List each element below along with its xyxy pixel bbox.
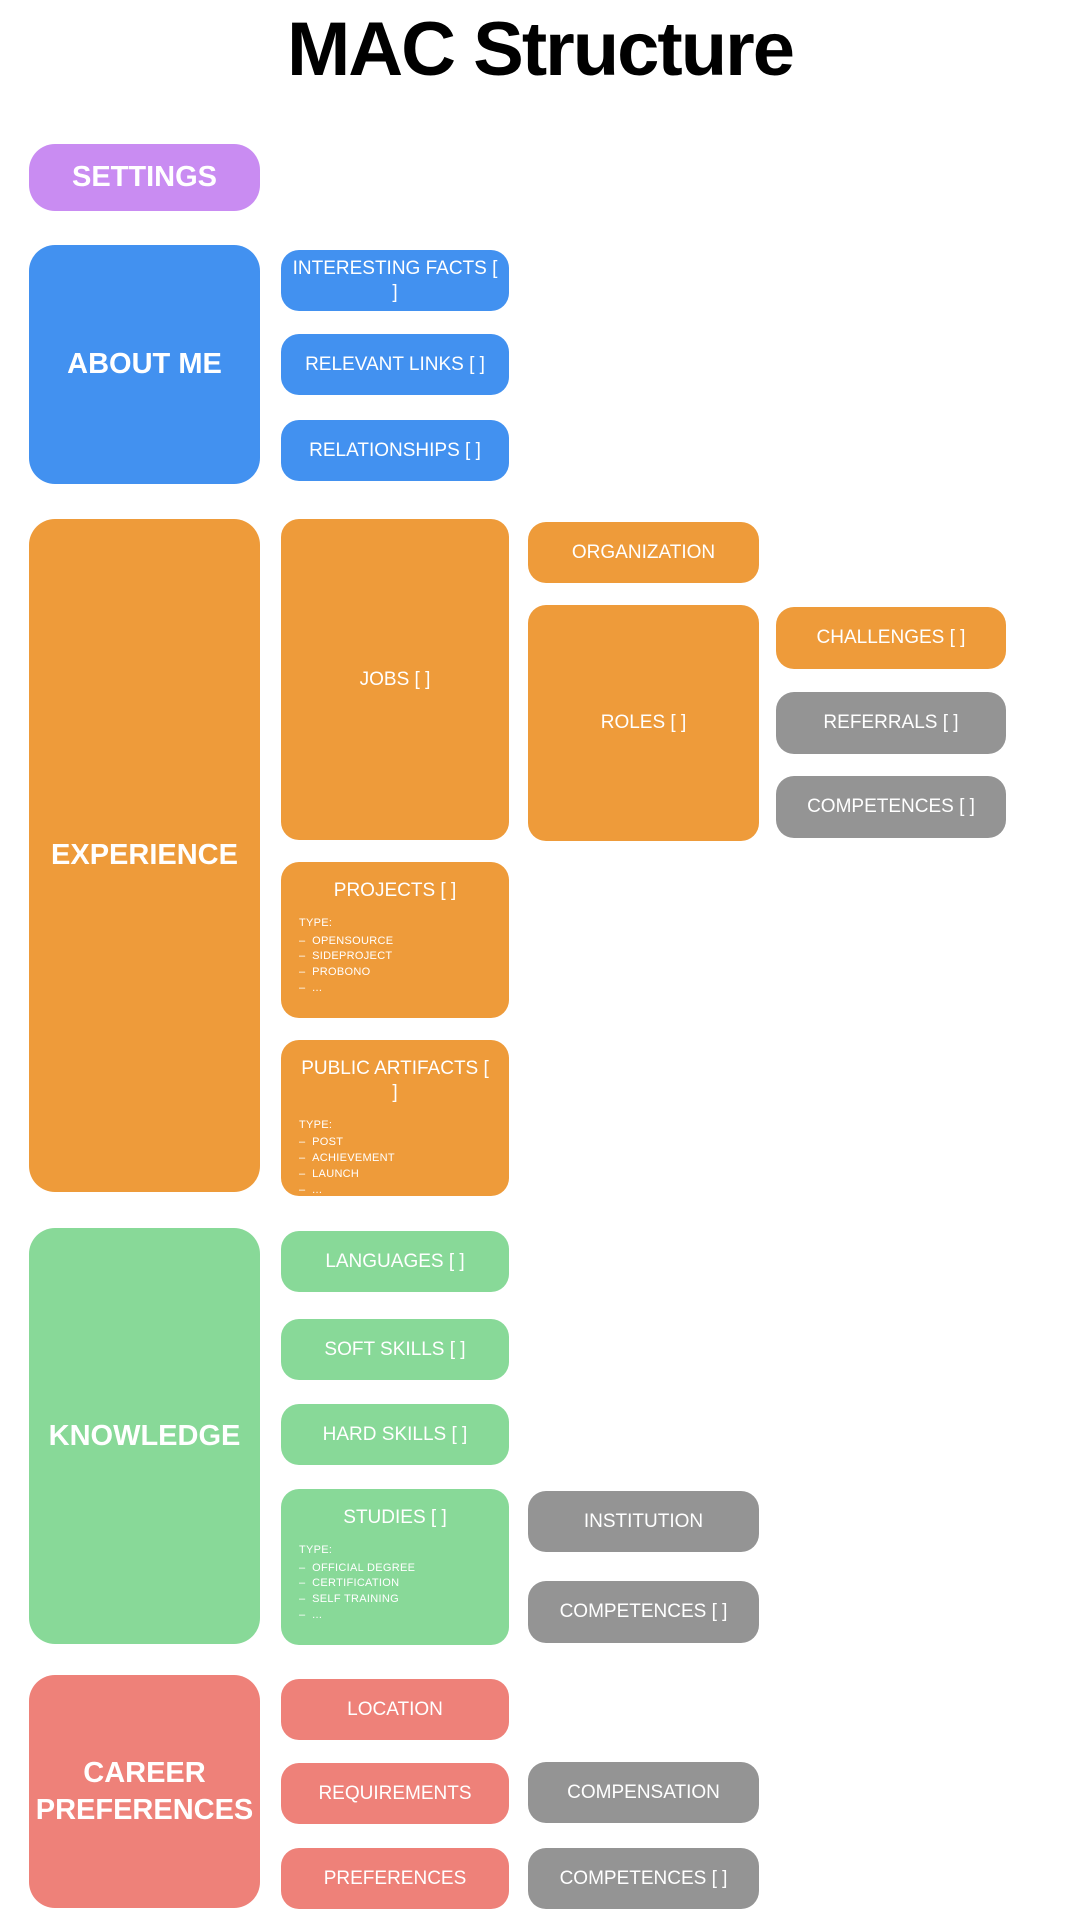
node-relevant-links: RELEVANT LINKS [ ] bbox=[281, 334, 509, 395]
projects-type-item: PROBONO bbox=[299, 965, 491, 981]
studies-type-item: ... bbox=[299, 1608, 491, 1624]
public-artifacts-type-item: LAUNCH bbox=[299, 1167, 491, 1183]
projects-type-item: OPENSOURCE bbox=[299, 934, 491, 950]
node-studies: STUDIES [ ] TYPE: OFFICIAL DEGREE CERTIF… bbox=[281, 1489, 509, 1645]
node-roles: ROLES [ ] bbox=[528, 605, 759, 841]
projects-type-item: SIDEPROJECT bbox=[299, 949, 491, 965]
node-jobs: JOBS [ ] bbox=[281, 519, 509, 840]
node-soft-skills: SOFT SKILLS [ ] bbox=[281, 1319, 509, 1380]
node-relationships: RELATIONSHIPS [ ] bbox=[281, 420, 509, 481]
node-location: LOCATION bbox=[281, 1679, 509, 1740]
studies-type-item: SELF TRAINING bbox=[299, 1592, 491, 1608]
node-public-artifacts: PUBLIC ARTIFACTS [ ] TYPE: POST ACHIEVEM… bbox=[281, 1040, 509, 1196]
node-referrals: REFERRALS [ ] bbox=[776, 692, 1006, 754]
node-knowledge: KNOWLEDGE bbox=[29, 1228, 260, 1644]
node-career-competences: COMPETENCES [ ] bbox=[528, 1848, 759, 1909]
public-artifacts-type-heading: TYPE: bbox=[299, 1118, 333, 1131]
node-interesting-facts: INTERESTING FACTS [ ] bbox=[281, 250, 509, 311]
node-career-preferences: CAREER PREFERENCES bbox=[29, 1675, 260, 1908]
node-experience: EXPERIENCE bbox=[29, 519, 260, 1192]
projects-type-heading: TYPE: bbox=[299, 916, 333, 929]
node-organization: ORGANIZATION bbox=[528, 522, 759, 583]
node-hard-skills: HARD SKILLS [ ] bbox=[281, 1404, 509, 1465]
node-about-me: ABOUT ME bbox=[29, 245, 260, 484]
node-languages: LANGUAGES [ ] bbox=[281, 1231, 509, 1292]
node-settings: SETTINGS bbox=[29, 144, 260, 211]
node-challenges: CHALLENGES [ ] bbox=[776, 607, 1006, 669]
node-compensation: COMPENSATION bbox=[528, 1762, 759, 1823]
node-studies-competences: COMPETENCES [ ] bbox=[528, 1581, 759, 1643]
studies-type-item: OFFICIAL DEGREE bbox=[299, 1561, 491, 1577]
public-artifacts-type-item: POST bbox=[299, 1135, 491, 1151]
projects-type-item: ... bbox=[299, 981, 491, 997]
node-preferences: PREFERENCES bbox=[281, 1848, 509, 1909]
node-projects-label: PROJECTS [ ] bbox=[333, 880, 457, 901]
node-projects: PROJECTS [ ] TYPE: OPENSOURCE SIDEPROJEC… bbox=[281, 862, 509, 1018]
public-artifacts-type-item: ACHIEVEMENT bbox=[299, 1151, 491, 1167]
studies-type-item: CERTIFICATION bbox=[299, 1576, 491, 1592]
page-title: MAC Structure bbox=[286, 7, 795, 92]
public-artifacts-type-item: ... bbox=[299, 1183, 491, 1199]
node-studies-label: STUDIES [ ] bbox=[343, 1507, 447, 1528]
node-institution: INSTITUTION bbox=[528, 1491, 759, 1552]
node-requirements: REQUIREMENTS bbox=[281, 1763, 509, 1824]
node-public-artifacts-label: PUBLIC ARTIFACTS [ ] bbox=[301, 1058, 489, 1103]
studies-type-heading: TYPE: bbox=[299, 1543, 333, 1556]
node-roles-competences: COMPETENCES [ ] bbox=[776, 776, 1006, 838]
